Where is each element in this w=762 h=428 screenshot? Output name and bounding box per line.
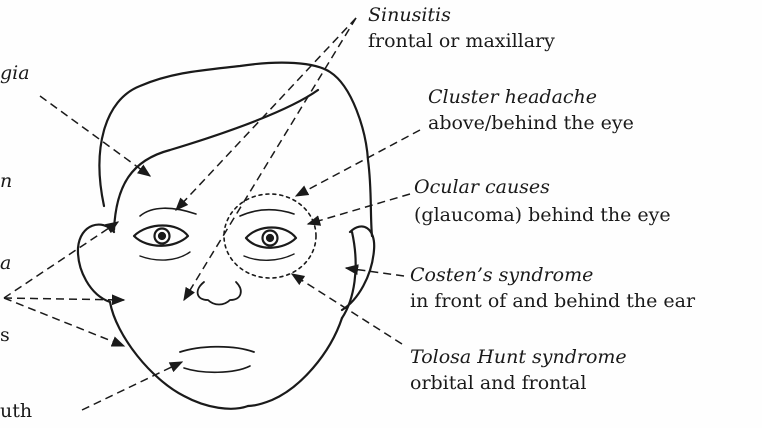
left-jaw bbox=[110, 302, 248, 409]
right-jaw bbox=[248, 318, 342, 406]
left-eyebrow bbox=[140, 208, 196, 216]
sinusitis-desc: frontal or maxillary bbox=[368, 30, 555, 52]
label-tolosa-hunt: Tolosa Hunt syndrome orbital and frontal bbox=[410, 346, 627, 394]
costen-desc: in front of and behind the ear bbox=[410, 290, 695, 312]
right-eyebrow bbox=[240, 210, 294, 216]
arrow-sinusitis-maxillary bbox=[184, 18, 356, 300]
hair-outline bbox=[100, 63, 373, 236]
hairline bbox=[114, 90, 318, 230]
arrow-tolosa bbox=[292, 274, 402, 344]
label-fragment-s: s bbox=[0, 324, 10, 346]
tolosa-desc: orbital and frontal bbox=[410, 372, 627, 394]
left-pupil bbox=[159, 233, 165, 239]
cluster-title: Cluster headache bbox=[428, 86, 634, 108]
costen-title: Costen’s syndrome bbox=[410, 264, 695, 286]
arrow-left-eye bbox=[4, 222, 118, 298]
label-costens-syndrome: Costen’s syndrome in front of and behind… bbox=[410, 264, 695, 312]
nose bbox=[198, 282, 241, 305]
mouth-lower bbox=[184, 366, 250, 372]
tolosa-title: Tolosa Hunt syndrome bbox=[410, 346, 627, 368]
label-fragment-n: n bbox=[0, 170, 12, 192]
arrow-neuralgia bbox=[40, 96, 150, 176]
arrow-sinusitis-frontal bbox=[176, 18, 356, 210]
arrow-cluster bbox=[296, 130, 420, 196]
label-cluster-headache: Cluster headache above/behind the eye bbox=[428, 86, 634, 134]
sinusitis-title: Sinusitis bbox=[368, 4, 555, 26]
right-pupil bbox=[267, 235, 273, 241]
arrow-left-jaw bbox=[4, 298, 124, 346]
left-undereye bbox=[140, 252, 190, 260]
ocular-title: Ocular causes bbox=[414, 176, 671, 198]
ocular-desc: (glaucoma) behind the eye bbox=[414, 204, 671, 226]
label-fragment-a: a bbox=[0, 252, 11, 274]
mouth-upper bbox=[180, 347, 254, 352]
arrow-ocular bbox=[308, 194, 410, 224]
label-sinusitis: Sinusitis frontal or maxillary bbox=[368, 4, 555, 52]
right-undereye bbox=[244, 254, 294, 260]
cluster-desc: above/behind the eye bbox=[428, 112, 634, 134]
label-ocular-causes: Ocular causes (glaucoma) behind the eye bbox=[414, 176, 671, 226]
label-fragment-uth: uth bbox=[0, 400, 32, 422]
label-fragment-gia: gia bbox=[0, 62, 30, 84]
